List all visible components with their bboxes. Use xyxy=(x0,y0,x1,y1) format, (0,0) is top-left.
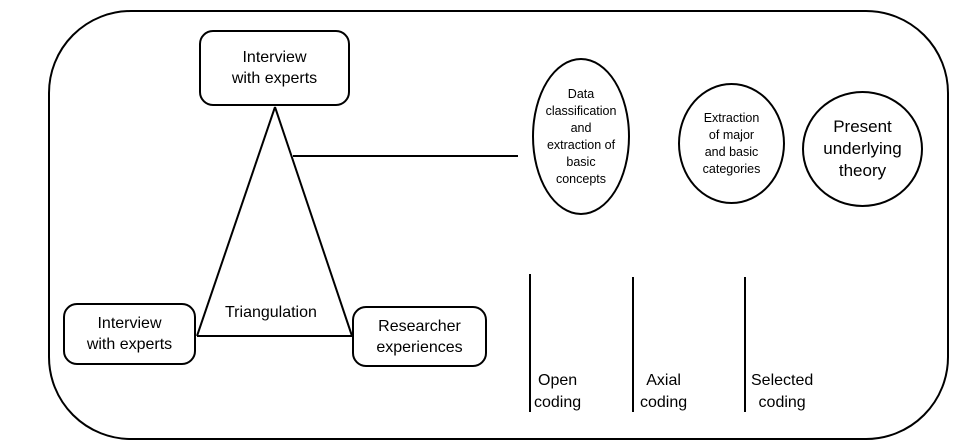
outer-frame xyxy=(48,10,949,440)
triangle-right-edge xyxy=(274,106,353,337)
interview-experts-left-box: Interview with experts xyxy=(63,303,196,365)
interview-experts-top-label: Interview with experts xyxy=(231,49,318,87)
researcher-experiences-label: Researcher experiences xyxy=(376,317,463,356)
underlying-theory-ellipse: Present underlying theory xyxy=(802,91,923,207)
researcher-experiences-box: Researcher experiences xyxy=(352,306,487,367)
axial-coding-label: Axial coding xyxy=(640,372,688,411)
data-classification-label: Data classification and extraction of ba… xyxy=(545,86,617,186)
underlying-theory-label: Present underlying theory xyxy=(823,117,902,180)
data-classification-ellipse: Data classification and extraction of ba… xyxy=(532,58,630,215)
selected-coding-label: Selected coding xyxy=(751,372,814,411)
interview-experts-top-box: Interview with experts xyxy=(199,30,350,106)
extraction-categories-label: Extraction of major and basic categories xyxy=(702,110,761,176)
triangulation-label: Triangulation xyxy=(225,304,317,321)
open-coding-label: Open coding xyxy=(534,372,582,411)
triangle-left-edge xyxy=(196,106,276,337)
extraction-categories-ellipse: Extraction of major and basic categories xyxy=(678,83,785,204)
interview-experts-left-label: Interview with experts xyxy=(86,315,173,353)
